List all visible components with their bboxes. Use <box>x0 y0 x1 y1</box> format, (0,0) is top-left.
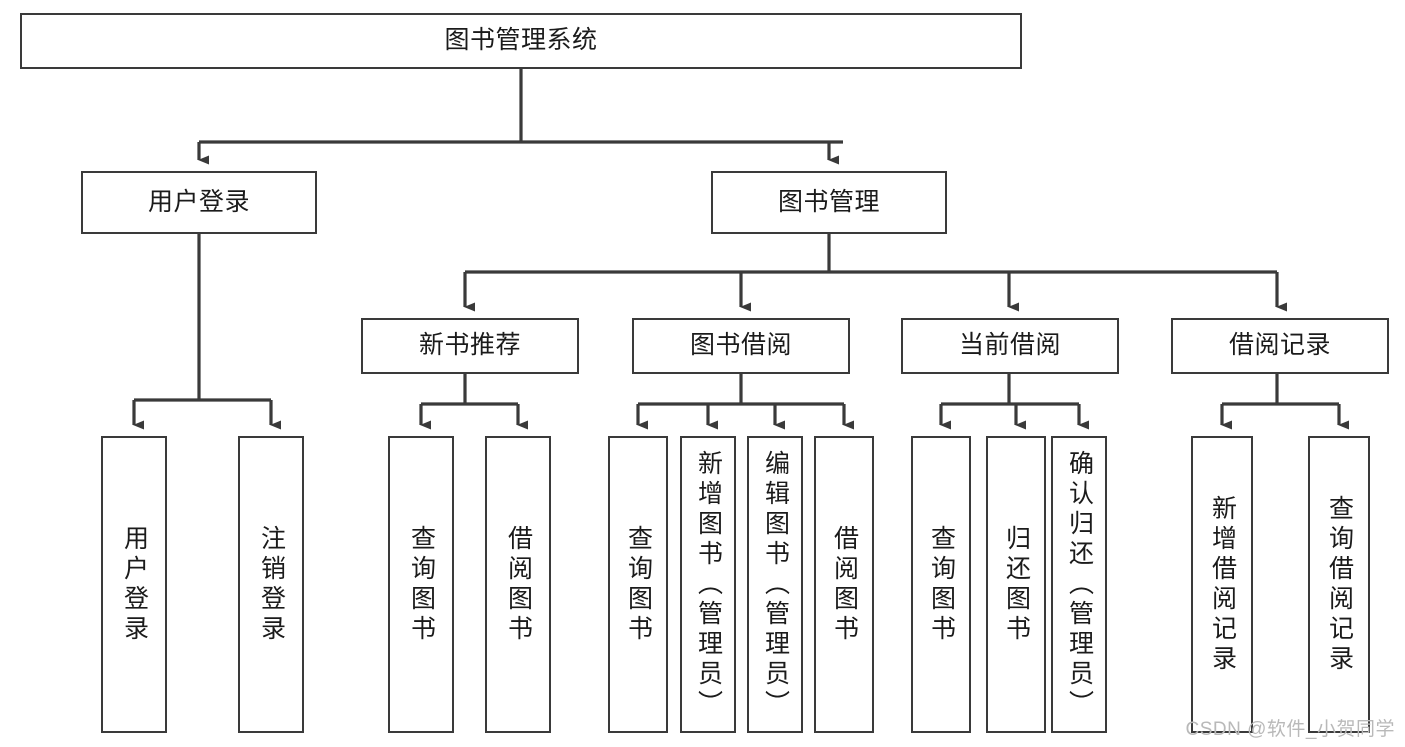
node-new-book-recommend[interactable]: 新书推荐 <box>361 318 579 374</box>
node-new-book-recommend-label: 新书推荐 <box>418 331 521 360</box>
node-root[interactable]: 图书管理系统 <box>20 13 1022 69</box>
node-leaf-confirm-return-label: 确认归还（管理员） <box>1065 449 1094 720</box>
node-leaf-return-book[interactable]: 归还图书 <box>986 436 1046 733</box>
node-leaf-add-book-label: 新增图书（管理员） <box>694 449 723 720</box>
node-user-login-label: 用户登录 <box>147 187 250 216</box>
node-book-management[interactable]: 图书管理 <box>711 171 947 234</box>
node-leaf-query-book-current[interactable]: 查询图书 <box>911 436 971 733</box>
node-leaf-add-borrow-record-label: 新增借阅记录 <box>1208 494 1237 675</box>
node-leaf-query-borrow-record-label: 查询借阅记录 <box>1325 494 1354 675</box>
node-current-borrow-label: 当前借阅 <box>958 331 1061 360</box>
node-leaf-query-book-current-label: 查询图书 <box>927 524 956 645</box>
node-book-borrow[interactable]: 图书借阅 <box>632 318 850 374</box>
node-leaf-query-book-recommend-label: 查询图书 <box>407 524 436 645</box>
node-leaf-borrow-book-label: 借阅图书 <box>830 524 859 645</box>
node-leaf-add-borrow-record[interactable]: 新增借阅记录 <box>1191 436 1253 733</box>
node-book-borrow-label: 图书借阅 <box>689 331 792 360</box>
node-leaf-query-borrow-record[interactable]: 查询借阅记录 <box>1308 436 1370 733</box>
node-leaf-query-book-borrow[interactable]: 查询图书 <box>608 436 668 733</box>
node-book-management-label: 图书管理 <box>777 187 880 216</box>
node-leaf-query-book-borrow-label: 查询图书 <box>624 524 653 645</box>
node-leaf-borrow-book-recommend[interactable]: 借阅图书 <box>485 436 551 733</box>
node-leaf-edit-book-label: 编辑图书（管理员） <box>761 449 790 720</box>
node-leaf-user-login[interactable]: 用户登录 <box>101 436 167 733</box>
node-leaf-return-book-label: 归还图书 <box>1002 524 1031 645</box>
node-leaf-confirm-return[interactable]: 确认归还（管理员） <box>1051 436 1107 733</box>
node-leaf-user-logout[interactable]: 注销登录 <box>238 436 304 733</box>
node-root-label: 图书管理系统 <box>444 26 598 55</box>
node-leaf-add-book[interactable]: 新增图书（管理员） <box>680 436 736 733</box>
node-borrow-record-label: 借阅记录 <box>1228 331 1331 360</box>
node-leaf-user-login-label: 用户登录 <box>120 524 149 645</box>
node-leaf-borrow-book[interactable]: 借阅图书 <box>814 436 874 733</box>
node-borrow-record[interactable]: 借阅记录 <box>1171 318 1389 374</box>
node-current-borrow[interactable]: 当前借阅 <box>901 318 1119 374</box>
node-user-login[interactable]: 用户登录 <box>81 171 317 234</box>
node-leaf-query-book-recommend[interactable]: 查询图书 <box>388 436 454 733</box>
node-leaf-edit-book[interactable]: 编辑图书（管理员） <box>747 436 803 733</box>
node-leaf-user-logout-label: 注销登录 <box>257 524 286 645</box>
node-leaf-borrow-book-recommend-label: 借阅图书 <box>504 524 533 645</box>
